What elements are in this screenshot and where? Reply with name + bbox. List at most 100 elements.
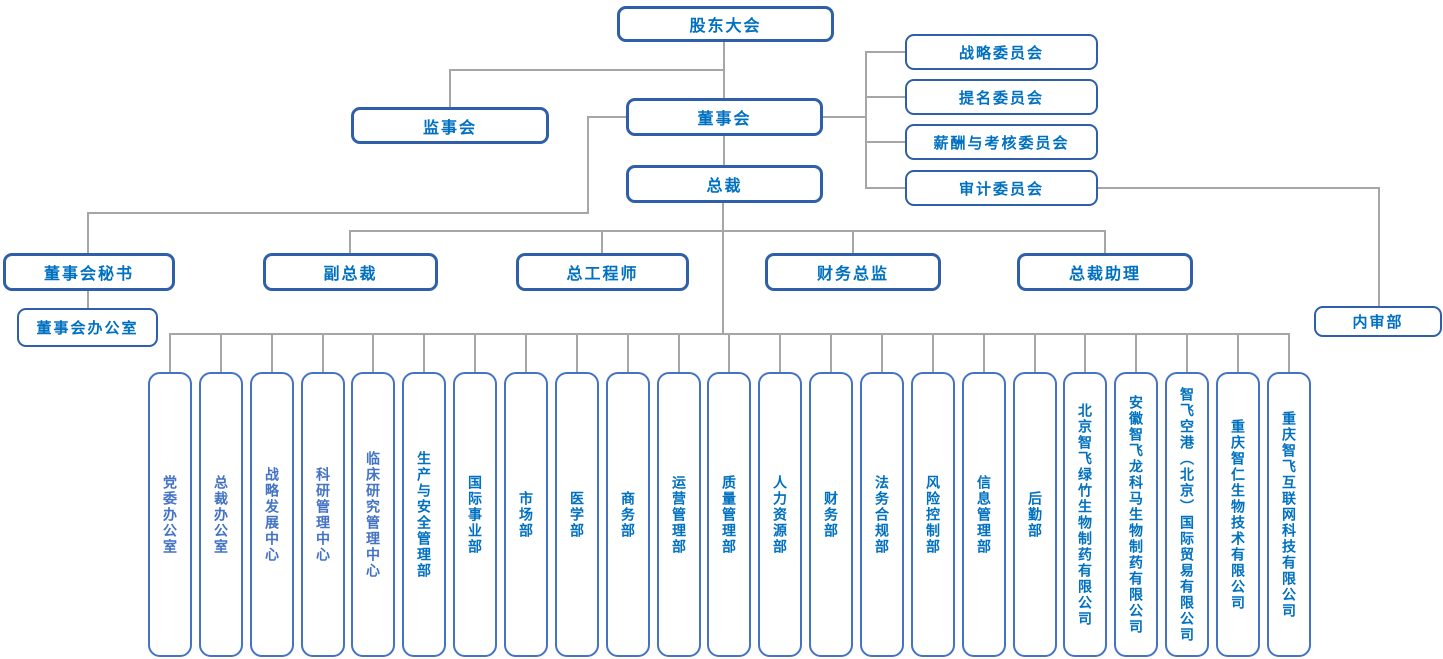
- connector-line: [525, 333, 527, 372]
- department-box: 北京智飞绿竹生物制药有限公司: [1063, 372, 1107, 657]
- connector-line: [87, 291, 89, 308]
- department-box: 战略发展中心: [250, 372, 294, 657]
- executive-label: 财务总监: [816, 266, 889, 283]
- executive-box-chief-engineer: 总工程师: [516, 253, 689, 291]
- connector-line: [449, 69, 451, 107]
- node-board-of-directors: 董事会: [626, 98, 823, 136]
- executive-label: 总裁助理: [1068, 266, 1141, 283]
- node-supervisory-board: 监事会: [351, 107, 549, 144]
- department-box: 市场部: [504, 372, 548, 657]
- connector-line: [983, 333, 985, 372]
- connector-line: [881, 333, 883, 372]
- department-label: 重庆智飞互联网科技有限公司: [1281, 410, 1297, 619]
- connector-line: [723, 42, 725, 98]
- department-label: 市场部: [518, 490, 534, 539]
- connector-line: [587, 116, 626, 118]
- connector-line: [779, 333, 781, 372]
- department-box: 党委办公室: [148, 372, 192, 657]
- connector-line: [474, 333, 476, 372]
- connector-line: [865, 51, 905, 53]
- connector-line: [449, 69, 724, 71]
- department-box: 财务部: [809, 372, 853, 657]
- connector-line: [1084, 333, 1086, 372]
- department-box: 总裁办公室: [199, 372, 243, 657]
- department-label: 法务合规部: [874, 474, 890, 555]
- department-box: 后勤部: [1013, 372, 1057, 657]
- department-label: 医学部: [569, 490, 585, 539]
- department-box: 法务合规部: [860, 372, 904, 657]
- department-box: 医学部: [555, 372, 599, 657]
- department-label: 北京智飞绿竹生物制药有限公司: [1077, 402, 1093, 627]
- connector-line: [865, 187, 905, 189]
- connector-line: [1186, 333, 1188, 372]
- node-board-office: 董事会办公室: [17, 308, 158, 347]
- executive-box-vice-president: 副总裁: [263, 253, 438, 291]
- department-label: 运营管理部: [671, 474, 687, 555]
- department-box: 重庆智飞互联网科技有限公司: [1267, 372, 1311, 657]
- executive-label: 总工程师: [566, 266, 639, 283]
- node-label: 内审部: [1352, 314, 1404, 331]
- committee-label: 提名委员会: [958, 89, 1044, 107]
- connector-line: [87, 212, 89, 253]
- connector-line: [1097, 187, 1380, 189]
- department-box: 科研管理中心: [301, 372, 345, 657]
- connector-line: [349, 230, 351, 253]
- committee-box-strategy: 战略委员会: [905, 34, 1098, 70]
- connector-line: [678, 333, 680, 372]
- executive-label: 副总裁: [323, 266, 378, 283]
- connector-line: [1378, 187, 1380, 306]
- connector-line: [271, 333, 273, 372]
- department-box: 智飞空港（北京）国际贸易有限公司: [1165, 372, 1209, 657]
- department-label: 党委办公室: [162, 474, 178, 555]
- department-label: 国际事业部: [467, 474, 483, 555]
- department-box: 临床研究管理中心: [351, 372, 395, 657]
- node-shareholders-meeting: 股东大会: [617, 6, 834, 42]
- department-box: 重庆智仁生物技术有限公司: [1216, 372, 1260, 657]
- department-label: 财务部: [823, 490, 839, 539]
- connector-line: [865, 96, 905, 98]
- department-label: 生产与安全管理部: [416, 450, 432, 579]
- department-label: 质量管理部: [721, 474, 737, 555]
- department-box: 商务部: [606, 372, 650, 657]
- connector-line: [322, 333, 324, 372]
- connector-line: [587, 116, 589, 214]
- connector-line: [220, 333, 222, 372]
- connector-line: [87, 212, 589, 214]
- department-label: 人力资源部: [772, 474, 788, 555]
- connector-line: [723, 136, 725, 165]
- node-label: 董事会: [697, 111, 752, 128]
- committee-label: 战略委员会: [958, 44, 1044, 62]
- department-box: 质量管理部: [707, 372, 751, 657]
- connector-line: [349, 230, 1106, 232]
- department-box: 运营管理部: [657, 372, 701, 657]
- node-label: 股东大会: [689, 18, 762, 35]
- executive-box-president-assistant: 总裁助理: [1017, 253, 1193, 291]
- department-label: 科研管理中心: [315, 466, 331, 563]
- connector-line: [1288, 333, 1290, 372]
- connector-line: [601, 230, 603, 253]
- executive-label: 董事会秘书: [43, 266, 134, 283]
- connector-line: [865, 51, 867, 189]
- connector-line: [372, 333, 374, 372]
- department-label: 总裁办公室: [213, 474, 229, 555]
- connector-line: [423, 333, 425, 372]
- connector-line: [830, 333, 832, 372]
- department-label: 信息管理部: [976, 474, 992, 555]
- department-box: 信息管理部: [962, 372, 1006, 657]
- connector-line: [627, 333, 629, 372]
- department-label: 智飞空港（北京）国际贸易有限公司: [1179, 386, 1195, 643]
- department-box: 风险控制部: [911, 372, 955, 657]
- connector-line: [932, 333, 934, 372]
- department-box: 生产与安全管理部: [402, 372, 446, 657]
- committee-label: 审计委员会: [958, 180, 1044, 198]
- department-label: 后勤部: [1027, 490, 1043, 539]
- department-box: 国际事业部: [453, 372, 497, 657]
- department-label: 安徽智飞龙科马生物制药有限公司: [1128, 394, 1144, 635]
- department-box: 人力资源部: [758, 372, 802, 657]
- node-president: 总裁: [626, 165, 823, 203]
- department-box: 安徽智飞龙科马生物制药有限公司: [1114, 372, 1158, 657]
- committee-box-audit: 审计委员会: [905, 170, 1098, 206]
- connector-line: [728, 333, 730, 372]
- department-label: 商务部: [620, 490, 636, 539]
